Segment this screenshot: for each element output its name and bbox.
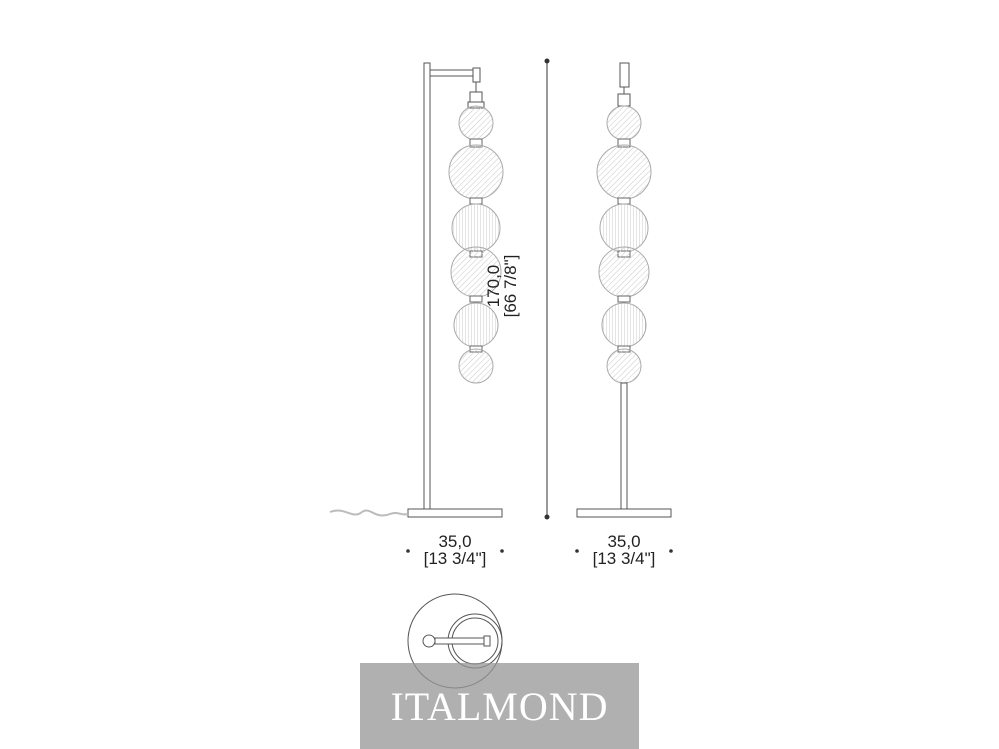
side-width-dimension-label: 35,0 [13 3/4"] bbox=[395, 533, 515, 567]
front-view-lamp bbox=[576, 62, 672, 518]
front-view-globe bbox=[601, 302, 647, 348]
watermark-text: ITALMOND bbox=[390, 683, 609, 729]
side-view-lamp bbox=[329, 62, 504, 518]
side-view-arm-end bbox=[472, 67, 481, 83]
side-width-metric: 35,0 bbox=[438, 532, 472, 551]
side-view-power-cord bbox=[329, 509, 409, 517]
front-view-globe bbox=[596, 144, 652, 200]
front-view-globe bbox=[606, 105, 642, 141]
front-view-globe bbox=[606, 348, 642, 384]
side-view-globe bbox=[458, 105, 494, 141]
front-view-globe bbox=[598, 246, 650, 298]
height-metric: 170,0 bbox=[484, 264, 503, 308]
height-dimension-line bbox=[544, 58, 550, 520]
side-view-arm bbox=[429, 69, 477, 77]
front-view-pole bbox=[620, 382, 628, 510]
side-width-imperial: [13 3/4"] bbox=[423, 549, 487, 568]
front-view-globe bbox=[599, 203, 649, 253]
front-view-base bbox=[576, 508, 672, 518]
width-dimension-markers bbox=[406, 549, 673, 553]
front-width-dimension-label: 35,0 [13 3/4"] bbox=[564, 533, 684, 567]
height-imperial: [66 7/8"] bbox=[501, 254, 520, 318]
side-view-globe bbox=[448, 144, 504, 200]
side-view-base bbox=[407, 508, 503, 518]
top-view-pole bbox=[422, 634, 436, 648]
side-view-pole bbox=[423, 62, 431, 510]
brand-watermark: ITALMOND bbox=[360, 663, 639, 749]
front-view-top-cap bbox=[619, 62, 630, 88]
side-view-globe bbox=[458, 348, 494, 384]
top-view-arm bbox=[434, 637, 488, 645]
front-width-metric: 35,0 bbox=[607, 532, 641, 551]
front-width-imperial: [13 3/4"] bbox=[592, 549, 656, 568]
